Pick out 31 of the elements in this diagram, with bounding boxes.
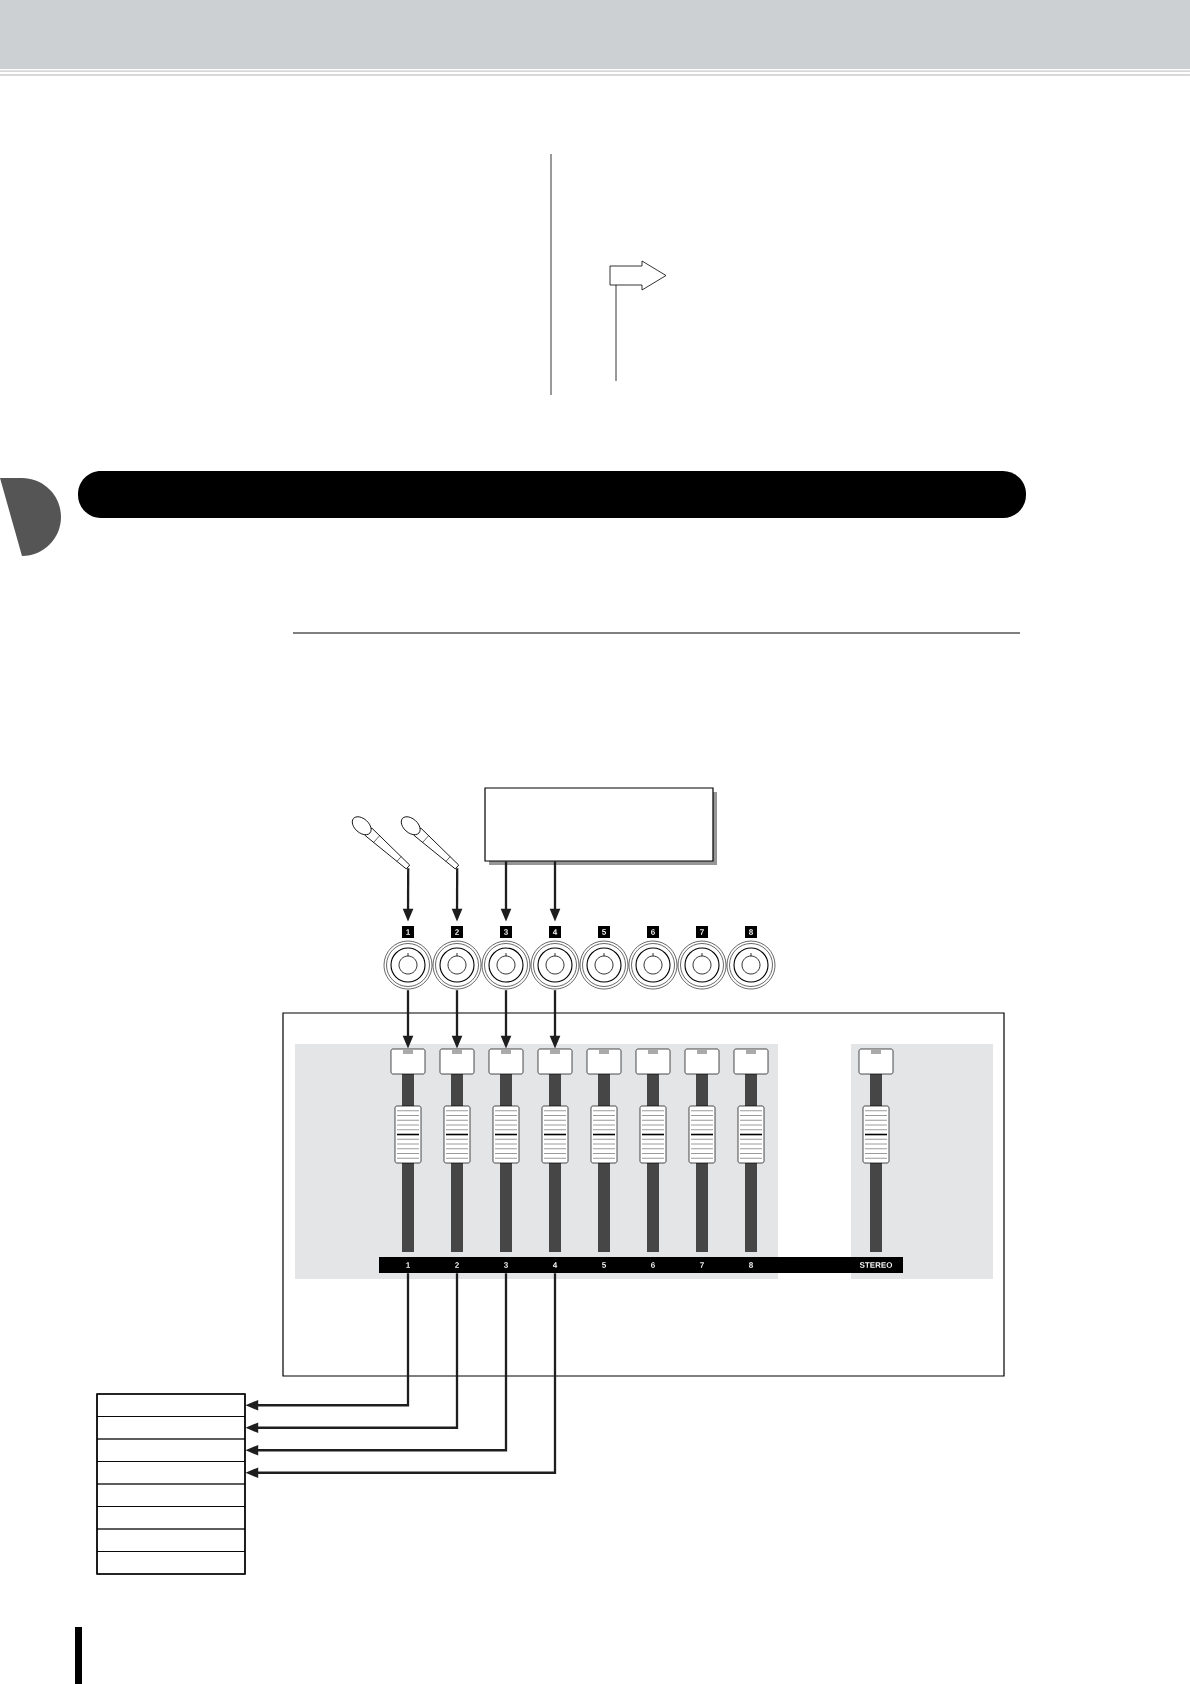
track-row [96, 1393, 246, 1417]
track-row [96, 1551, 246, 1575]
source-box [484, 787, 717, 865]
fader-label: 3 [503, 1262, 508, 1268]
channel-number: 5 [598, 926, 610, 938]
channel-number: 2 [451, 926, 463, 938]
track-row [96, 1416, 246, 1440]
track-row [96, 1438, 246, 1462]
fader-label: 5 [602, 1262, 606, 1268]
microphone-drawing [351, 816, 411, 870]
fader-label: 2 [455, 1262, 459, 1268]
fader-label: 4 [552, 1262, 558, 1268]
channel-number: 8 [745, 926, 757, 938]
channel-number: 1 [402, 926, 414, 938]
fader-label: 1 [406, 1262, 410, 1268]
side-tab [0, 478, 61, 556]
channel-number: 4 [549, 926, 561, 938]
fader-label: STEREO [859, 1262, 893, 1268]
track-row [96, 1461, 246, 1485]
channel-number: 7 [696, 926, 708, 938]
mixer-box [282, 1012, 1005, 1377]
microphone-drawing [400, 816, 460, 870]
fader-label: 8 [749, 1262, 753, 1268]
track-row [96, 1528, 246, 1552]
track-row [96, 1506, 246, 1530]
channel-number: 3 [500, 926, 512, 938]
fader-label: 7 [700, 1262, 704, 1268]
fader-label: 6 [651, 1262, 655, 1268]
track-row [96, 1483, 246, 1507]
section-bar [78, 471, 1026, 518]
channel-number: 6 [647, 926, 659, 938]
